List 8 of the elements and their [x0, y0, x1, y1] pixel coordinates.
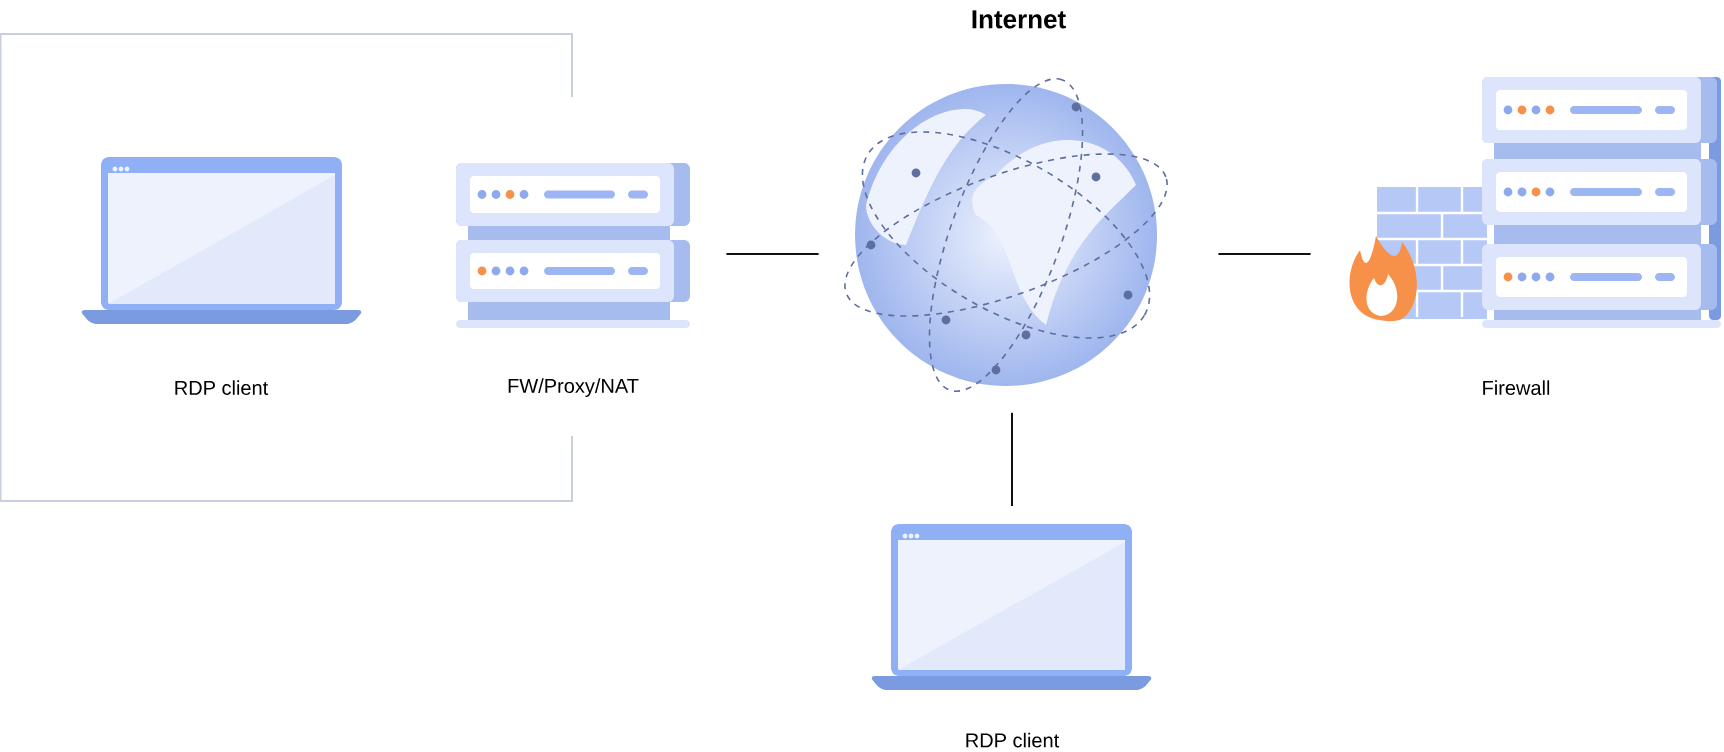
- device-label: Internet: [972, 10, 1066, 29]
- connector-line: [725, 253, 820, 255]
- device-label: RDP client: [175, 380, 269, 395]
- connector-line: [1011, 411, 1013, 507]
- device-label: Firewall: [1483, 380, 1550, 395]
- connector-line: [1217, 253, 1312, 255]
- device-label: RDP client: [966, 732, 1060, 748]
- device-label: FW/Proxy/NAT: [508, 378, 639, 397]
